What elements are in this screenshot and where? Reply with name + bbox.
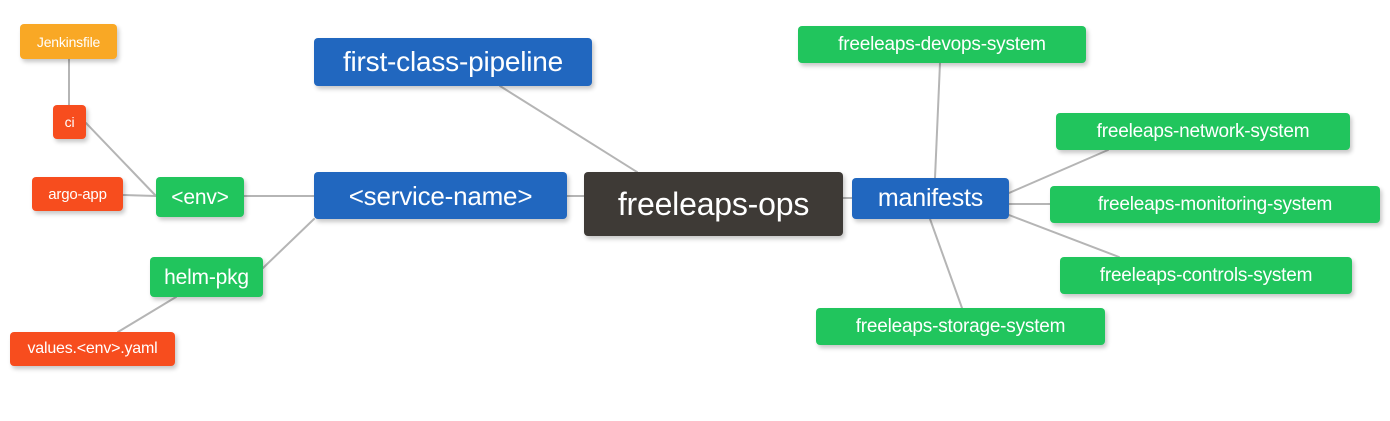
mindmap-edge — [122, 194, 157, 197]
mindmap-node-values-env-yaml[interactable]: values.<env>.yaml — [10, 332, 175, 366]
mindmap-node-freeleaps-network-system[interactable]: freeleaps-network-system — [1056, 113, 1350, 150]
mindmap-edge — [262, 218, 315, 269]
mindmap-node-service-name[interactable]: <service-name> — [314, 172, 567, 219]
mindmap-node-manifests[interactable]: manifests — [852, 178, 1009, 219]
mindmap-node-jenkinsfile[interactable]: Jenkinsfile — [20, 24, 117, 59]
mindmap-edge — [117, 296, 177, 333]
mindmap-node-argo-app[interactable]: argo-app — [32, 177, 123, 211]
mindmap-node-freeleaps-ops[interactable]: freeleaps-ops — [584, 172, 843, 236]
mindmap-node-freeleaps-monitoring-system[interactable]: freeleaps-monitoring-system — [1050, 186, 1380, 223]
mindmap-edge — [929, 218, 963, 309]
mindmap-node-ci[interactable]: ci — [53, 105, 86, 139]
mindmap-edge — [499, 85, 638, 173]
mindmap-node-freeleaps-storage-system[interactable]: freeleaps-storage-system — [816, 308, 1105, 345]
mindmap-node-helm-pkg[interactable]: helm-pkg — [150, 257, 263, 297]
mindmap-node-freeleaps-controls-system[interactable]: freeleaps-controls-system — [1060, 257, 1352, 294]
mindmap-node-first-class-pipeline[interactable]: first-class-pipeline — [314, 38, 592, 86]
mindmap-node-env[interactable]: <env> — [156, 177, 244, 217]
mindmap-edge — [934, 62, 941, 179]
mindmap-node-freeleaps-devops-system[interactable]: freeleaps-devops-system — [798, 26, 1086, 63]
